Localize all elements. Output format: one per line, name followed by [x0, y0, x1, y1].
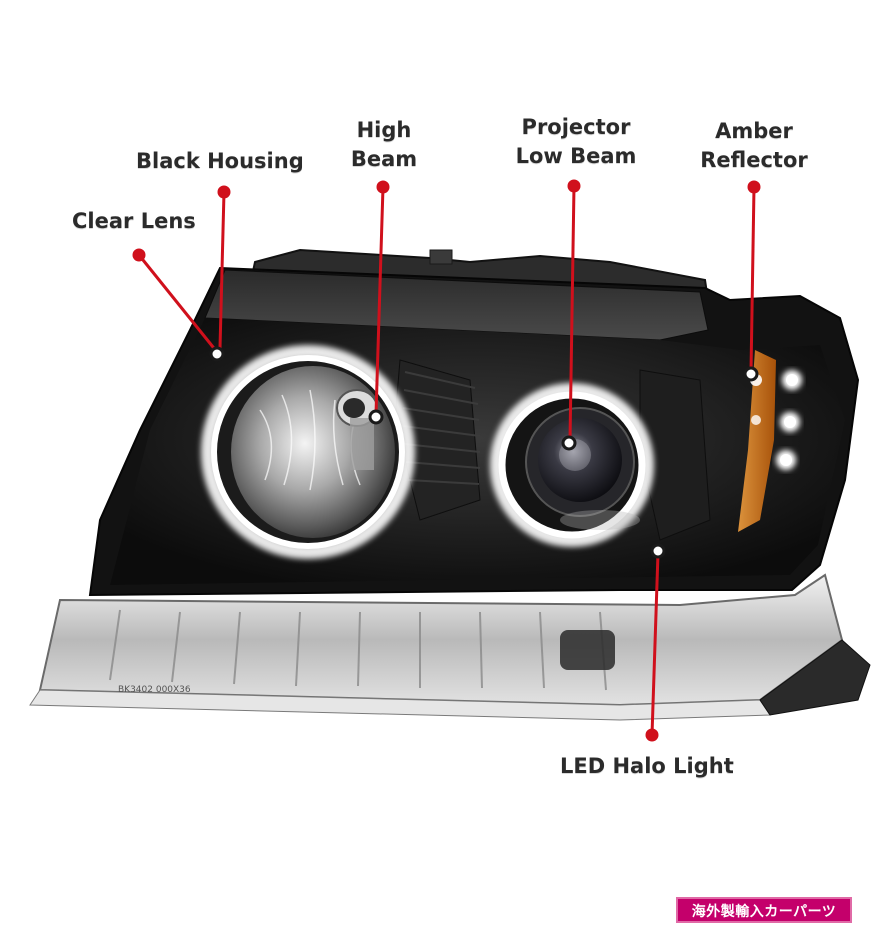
leader-clear-lens — [132, 248, 219, 353]
clear-corner-strip — [29, 573, 871, 721]
callout-projector-line-2: Low Beam — [515, 144, 637, 168]
callout-clear-lens: Clear Lens — [72, 209, 196, 233]
leader-high-beam — [374, 180, 390, 415]
leader-amber-reflector — [747, 180, 761, 373]
leader-lines — [132, 179, 761, 742]
callout-amber-reflector: Amber Reflector — [690, 117, 818, 175]
callout-high-beam-line-2: Beam — [350, 147, 418, 171]
high-beam-reflector — [201, 345, 415, 559]
leader-black-housing — [217, 185, 231, 349]
callout-high-beam-line-1: High — [356, 118, 412, 142]
callout-amber-line-1: Amber — [715, 119, 793, 143]
callout-markers — [209, 346, 759, 559]
callout-amber-line-2: Reflector — [700, 148, 808, 172]
callout-high-beam: High Beam — [344, 116, 424, 174]
callout-led-halo-light: LED Halo Light — [560, 754, 734, 778]
leader-projector-low-beam — [567, 179, 581, 442]
leader-led-halo — [645, 552, 660, 742]
part-number-stamp: BK3402 000X36 — [118, 685, 191, 695]
callout-projector-line-1: Projector — [521, 115, 631, 139]
watermark-badge: 海外製輸入カーパーツ — [676, 897, 852, 923]
amber-reflector — [738, 350, 802, 532]
callout-projector-low-beam: Projector Low Beam — [498, 113, 654, 171]
projector-low-beam — [490, 383, 654, 547]
callout-black-housing: Black Housing — [136, 149, 304, 173]
